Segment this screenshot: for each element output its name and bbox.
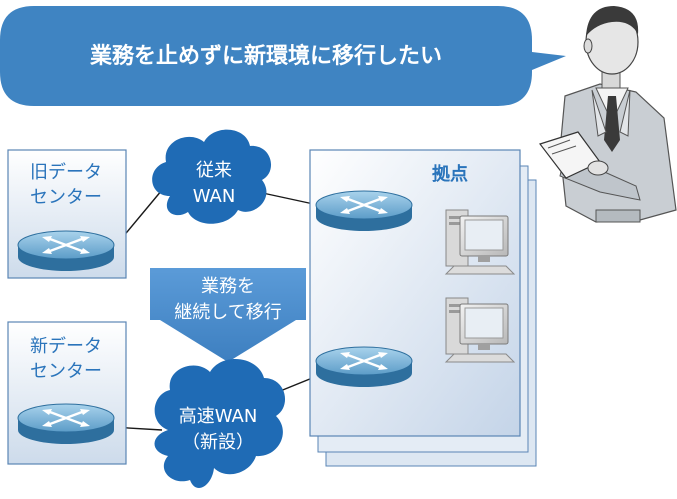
- migration-arrow-line1: 業務を: [201, 276, 255, 297]
- site-label: 拠点: [432, 163, 468, 185]
- new-datacenter-label-line2: センター: [30, 361, 102, 382]
- migration-arrow: [150, 268, 306, 362]
- site-router-1-icon: [314, 189, 414, 233]
- new-datacenter-router-icon: [16, 402, 116, 446]
- speech-bubble: [0, 6, 566, 106]
- legacy-wan-label-line1: 従来: [196, 160, 232, 181]
- businessman-icon: [539, 6, 677, 223]
- high-speed-wan-label-line2: （新設）: [182, 432, 254, 453]
- migration-arrow-line2: 継続して移行: [174, 302, 281, 323]
- old-datacenter-label-line2: センター: [30, 187, 102, 208]
- legacy-wan-label-line2: WAN: [193, 186, 236, 207]
- old-datacenter-router-icon: [16, 229, 116, 273]
- speech-bubble-text: 業務を止めずに新環境に移行したい: [90, 43, 442, 69]
- site-router-2-icon: [314, 345, 414, 389]
- legacy-wan-cloud: [152, 129, 272, 224]
- high-speed-wan-cloud: [154, 359, 286, 489]
- old-datacenter-label-line1: 旧データ: [30, 162, 102, 183]
- new-datacenter-label-line1: 新データ: [30, 336, 102, 357]
- high-speed-wan-label-line1: 高速WAN: [179, 406, 258, 427]
